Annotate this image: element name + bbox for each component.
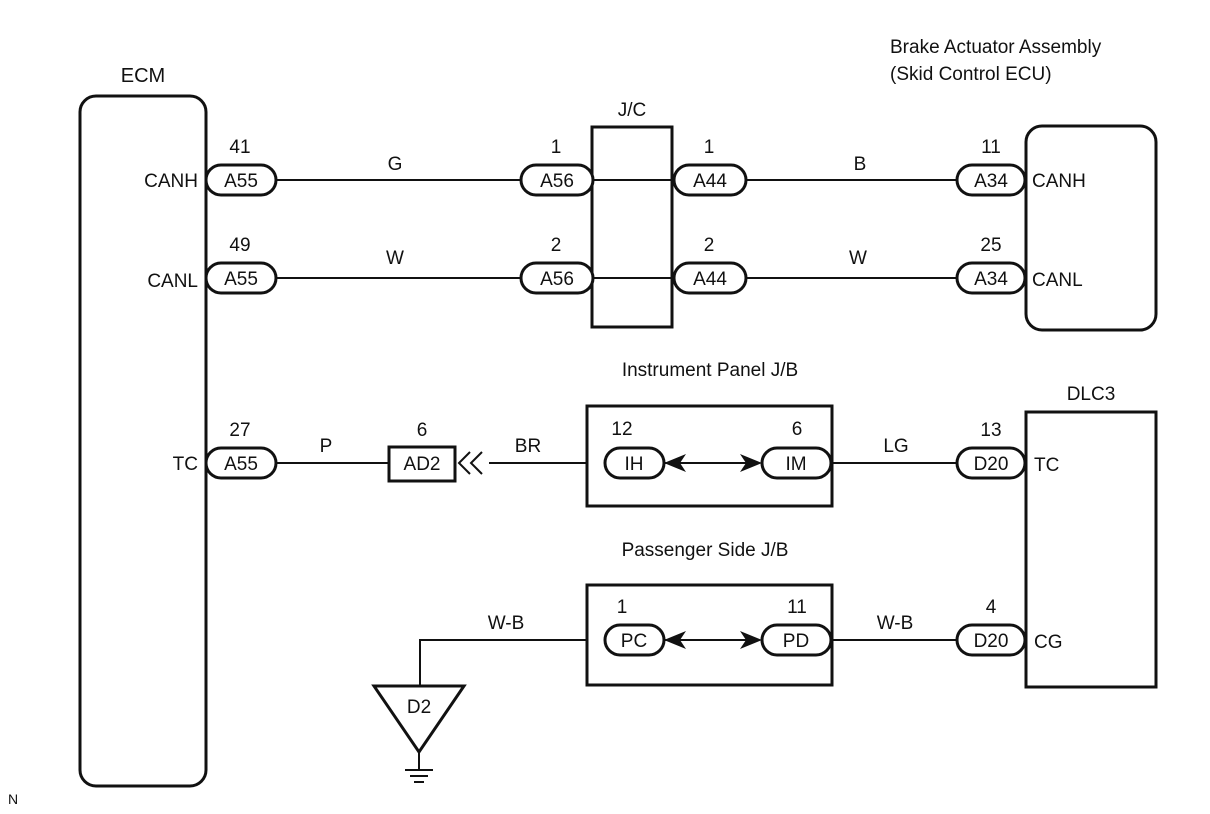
pin-number: 11 [981,137,1001,158]
connector-code: A44 [693,171,727,192]
ecm-pin-tc: TC [173,454,198,475]
ecm-pin-canl: CANL [147,271,198,292]
connector-code: A56 [540,171,574,192]
connector-code: A55 [224,269,258,290]
psjb-box [585,583,834,687]
pin-number: 13 [980,420,1001,441]
wire-color-label: G [388,154,403,175]
connector-code: D20 [974,631,1009,652]
ground-code: D2 [407,697,431,718]
wire-color-label: LG [883,436,908,457]
psjb-title: Passenger Side J/B [622,540,789,561]
connector-a56-2: A56 2 [519,235,595,295]
connector-code: IM [785,454,806,475]
arrow-right-icon [740,454,762,472]
connector-a34-canl: A34 25 [955,235,1027,295]
connector-code: A55 [224,454,258,475]
pin-number: 12 [611,419,632,440]
pin-number: 2 [551,235,562,256]
jc-title: J/C [618,100,647,121]
pin-number: 25 [980,235,1001,256]
ipjb-box [585,404,834,508]
pin-number: 6 [792,419,803,440]
connector-a34-canh: A34 11 [955,137,1027,197]
connector-code: A44 [693,269,727,290]
connector-a55-canl: A55 49 [204,235,278,295]
arrow-right-icon [740,631,762,649]
connector-code: PD [783,631,809,652]
pin-number: 1 [704,137,715,158]
connector-pc: PC 1 [603,597,666,657]
wire-color-label: W [849,248,867,269]
jc-box [590,125,674,329]
connector-code: D20 [974,454,1009,475]
pin-number: 27 [229,420,250,441]
connector-a44-2: A44 2 [672,235,748,295]
brake-pin-canl: CANL [1032,270,1083,291]
connector-pd: PD 11 [760,597,833,657]
dlc3-box [1024,410,1158,689]
connector-ih: IH 12 [603,419,666,480]
wire-color-label: BR [515,436,541,457]
pin-number: 41 [229,137,250,158]
wire-color-label: W [386,248,404,269]
pin-number: 11 [787,597,807,618]
brake-actuator-box [1024,124,1158,332]
ground-point-d2: D2 [371,684,467,783]
ecm-pin-canh: CANH [144,171,198,192]
connector-code: AD2 [404,454,441,475]
arrow-left-icon [664,454,686,472]
connector-a56-1: A56 1 [519,137,595,197]
chevron-left-icon [469,451,483,475]
dlc3-title: DLC3 [1067,384,1116,405]
connector-code: A56 [540,269,574,290]
wire-ground-pc [419,639,588,686]
pin-number: 1 [617,597,628,618]
connector-a55-tc: A55 27 [204,420,278,480]
brake-title-line1: Brake Actuator Assembly [890,37,1102,58]
wire-color-label: W-B [877,613,914,634]
connector-d20-cg: D20 4 [955,597,1027,657]
arrow-left-icon [664,631,686,649]
pin-number: 2 [704,235,715,256]
ipjb-title: Instrument Panel J/B [622,360,798,381]
wire-color-label: W-B [488,613,525,634]
connector-code: A34 [974,269,1008,290]
dlc3-pin-cg: CG [1034,632,1063,653]
connector-ad2: AD2 6 [387,420,483,483]
corner-mark: N [8,791,18,807]
wire-color-label: P [320,436,333,457]
wire-color-label: B [854,154,867,175]
pin-number: 6 [417,420,428,441]
connector-code: A55 [224,171,258,192]
ecm-title: ECM [121,65,165,87]
pin-number: 1 [551,137,562,158]
connector-im: IM 6 [760,419,833,480]
chevron-left-icon [457,451,471,475]
connector-d20-tc: D20 13 [955,420,1027,480]
connector-code: IH [625,454,644,475]
connector-a55-canh: A55 41 [204,137,278,197]
dlc3-pin-tc: TC [1034,455,1059,476]
ecm-box [78,94,208,788]
brake-title-line2: (Skid Control ECU) [890,64,1052,85]
pin-number: 49 [229,235,250,256]
pin-number: 4 [986,597,997,618]
connector-code: PC [621,631,647,652]
connector-code: A34 [974,171,1008,192]
connector-a44-1: A44 1 [672,137,748,197]
brake-pin-canh: CANH [1032,171,1086,192]
